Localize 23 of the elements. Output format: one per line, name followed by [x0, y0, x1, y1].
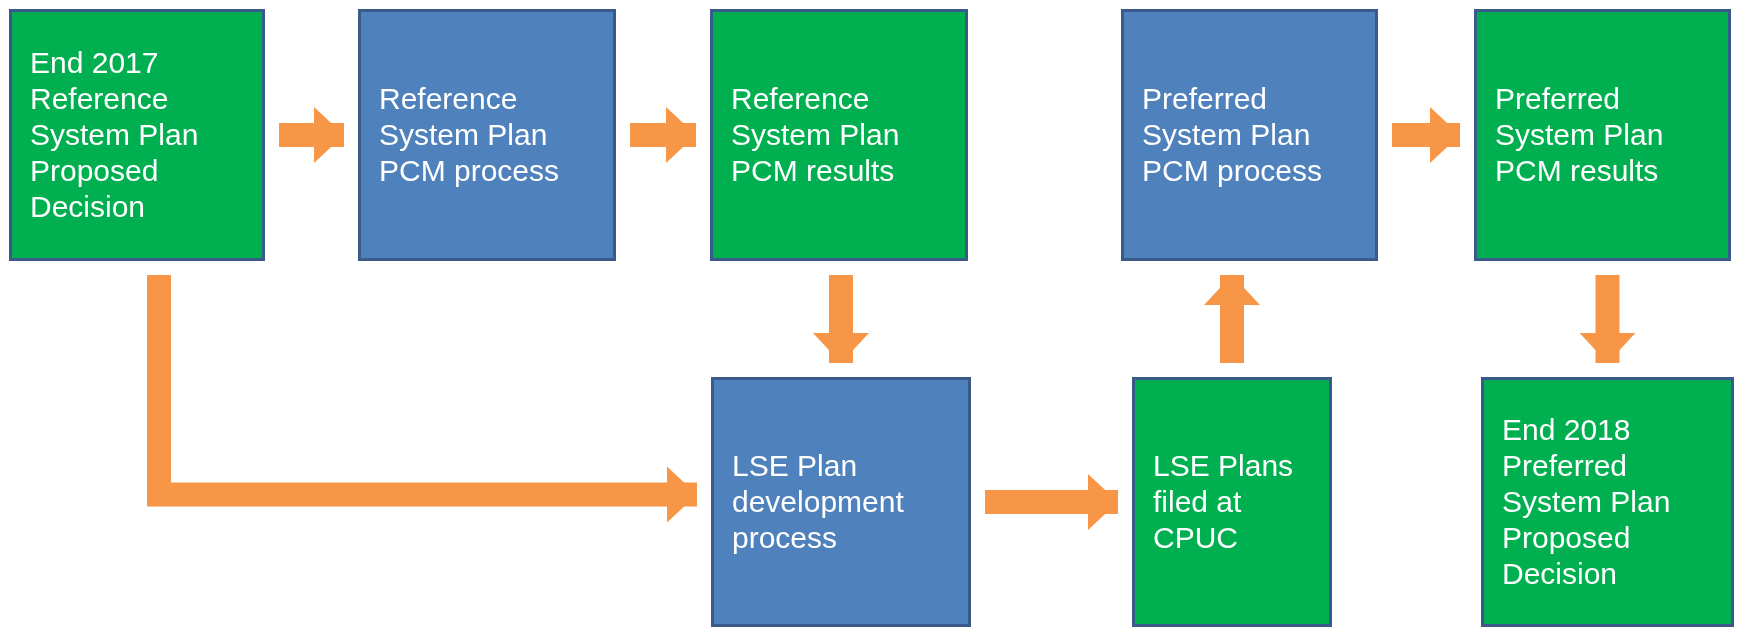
arrow — [630, 107, 696, 163]
arrow — [1392, 107, 1460, 163]
box-label: LSE Plans filed at CPUC — [1153, 448, 1295, 556]
box-label: LSE Plan development process — [732, 448, 905, 556]
result-box — [1474, 9, 1731, 261]
box-label: End 2017 Reference System Plan Proposed Decision — [30, 45, 200, 225]
arrow — [147, 275, 697, 523]
box-label: Preferred System Plan PCM process — [1142, 81, 1324, 189]
box-label: Preferred System Plan PCM results — [1495, 81, 1665, 189]
arrow — [279, 107, 344, 163]
result-box — [1481, 377, 1734, 627]
process-box — [711, 377, 971, 627]
result-box — [1132, 377, 1332, 627]
box-label: Reference System Plan PCM results — [731, 81, 901, 189]
arrow — [985, 474, 1118, 530]
process-box — [358, 9, 616, 261]
arrow — [813, 275, 869, 363]
result-box — [9, 9, 265, 261]
arrow — [1204, 275, 1260, 363]
result-box — [710, 9, 968, 261]
process-box — [1121, 9, 1378, 261]
box-label: Reference System Plan PCM process — [379, 81, 561, 189]
box-label: End 2018 Preferred System Plan Proposed Decision — [1502, 412, 1672, 592]
